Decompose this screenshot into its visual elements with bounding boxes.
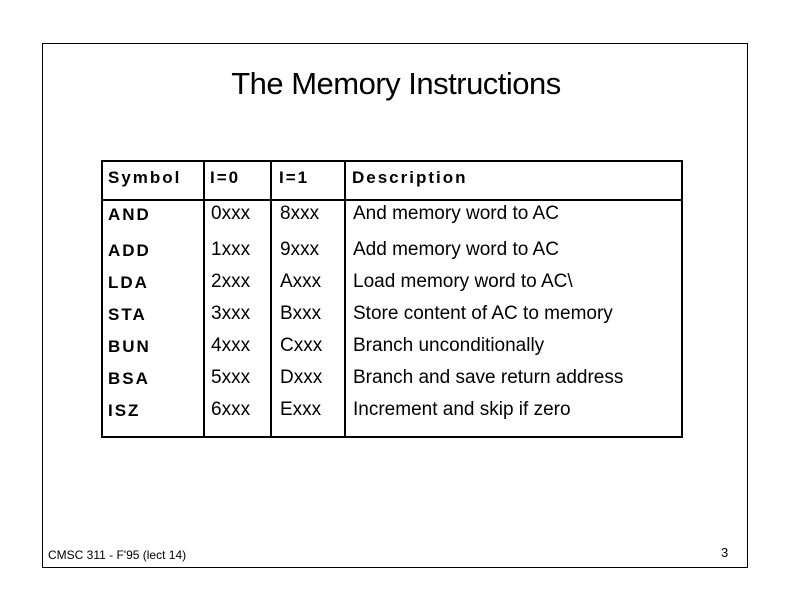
row-opcode-indirect: Axxx xyxy=(280,271,322,292)
row-opcode-indirect: 9xxx xyxy=(280,239,320,260)
row-description: Store content of AC to memory xyxy=(353,303,613,324)
row-opcode-indirect: Exxx xyxy=(280,399,322,420)
row-opcode-indirect: 8xxx xyxy=(280,203,320,224)
row-description: Load memory word to AC\ xyxy=(353,271,573,292)
row-symbol: AND xyxy=(108,205,151,224)
instruction-table: Symbol I=0 I=1 Description AND 0xxx 8xxx… xyxy=(101,160,683,438)
row-symbol: LDA xyxy=(108,273,149,292)
row-description: Branch and save return address xyxy=(353,367,624,388)
row-symbol: BUN xyxy=(108,337,151,356)
row-opcode-direct: 4xxx xyxy=(211,335,251,356)
page-number: 3 xyxy=(721,545,729,560)
row-description: And memory word to AC xyxy=(353,203,559,224)
header-divider xyxy=(103,199,681,201)
header-symbol: Symbol xyxy=(108,168,182,187)
row-description: Increment and skip if zero xyxy=(353,399,571,420)
header-i1: I=1 xyxy=(279,168,310,187)
row-symbol: ISZ xyxy=(108,401,141,420)
row-opcode-direct: 2xxx xyxy=(211,271,251,292)
row-description: Add memory word to AC xyxy=(353,239,559,260)
slide-frame xyxy=(42,43,748,568)
column-divider xyxy=(203,162,205,436)
column-divider xyxy=(270,162,272,436)
header-i0: I=0 xyxy=(210,168,241,187)
row-opcode-direct: 1xxx xyxy=(211,239,251,260)
slide-title: The Memory Instructions xyxy=(231,66,561,101)
row-symbol: STA xyxy=(108,305,147,324)
header-description: Description xyxy=(352,168,468,187)
row-opcode-direct: 6xxx xyxy=(211,399,251,420)
row-symbol: BSA xyxy=(108,369,150,388)
row-opcode-direct: 5xxx xyxy=(211,367,251,388)
row-opcode-direct: 3xxx xyxy=(211,303,251,324)
row-symbol: ADD xyxy=(108,241,151,260)
row-opcode-indirect: Dxxx xyxy=(280,367,323,388)
row-opcode-indirect: Bxxx xyxy=(280,303,322,324)
row-opcode-indirect: Cxxx xyxy=(280,335,323,356)
row-opcode-direct: 0xxx xyxy=(211,203,251,224)
course-footer: CMSC 311 - F'95 (lect 14) xyxy=(48,548,187,562)
column-divider xyxy=(344,162,346,436)
row-description: Branch unconditionally xyxy=(353,335,545,356)
